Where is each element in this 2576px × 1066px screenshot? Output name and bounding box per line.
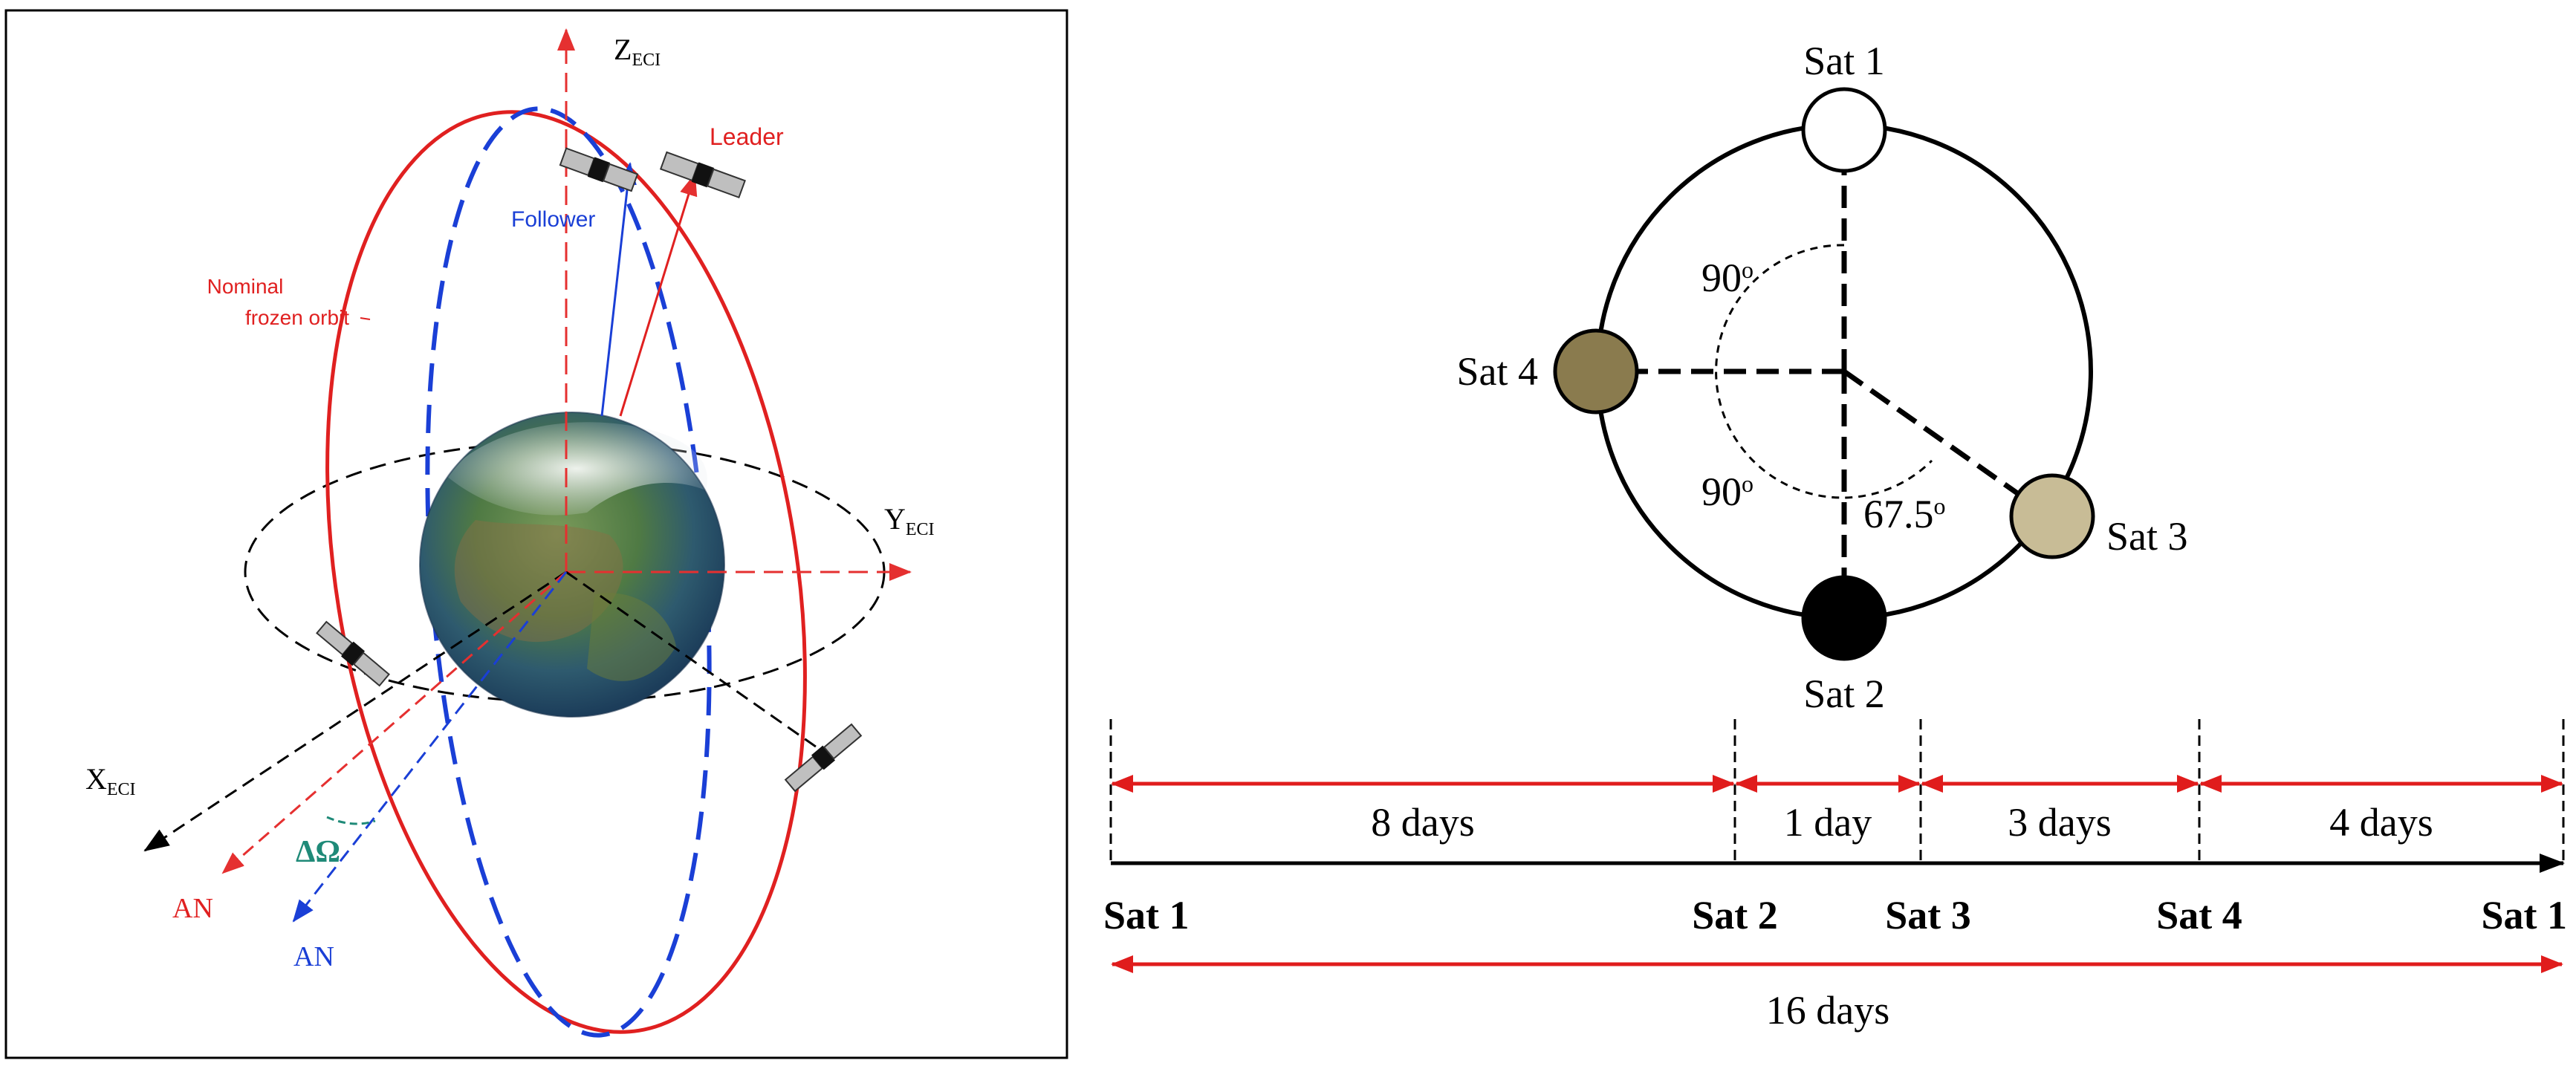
delta-omega-arc: [326, 816, 376, 825]
interval-label-1: 8 days: [1371, 800, 1474, 845]
right-panel: Sat 1 Sat 2 Sat 3 Sat 4 90o 90o 67.5o 8 …: [1103, 39, 2567, 1033]
leader-vector: [619, 173, 698, 417]
sat4-label: Sat 4: [1456, 349, 1538, 394]
angle-arc-dashed: [1715, 244, 1933, 499]
sat1-label: Sat 1: [1803, 39, 1885, 83]
an-red-line: [221, 571, 567, 874]
interval-label-4: 4 days: [2329, 800, 2433, 845]
an-blue-line: [292, 571, 568, 923]
timeline-marker-sat4: Sat 4: [2156, 893, 2242, 937]
radius-sat3: [1842, 369, 2042, 511]
follower-label: Follower: [511, 207, 595, 232]
sat1-marker: [1801, 87, 1887, 173]
timeline-marker-sat1-end: Sat 1: [2481, 893, 2567, 937]
satellite-right: [784, 723, 863, 793]
angle-label-top: 90o: [1701, 256, 1753, 300]
total-duration-label: 16 days: [1766, 988, 1889, 1033]
z-axis-label: ZECI: [614, 33, 661, 70]
satellite-left: [316, 620, 390, 687]
an-blue-label: AN: [293, 941, 334, 972]
leader-orbit: [325, 110, 807, 1034]
left-panel: ZECI YECI XECI Leader Follower Nominal f…: [4, 9, 1068, 1059]
follower-vector: [600, 162, 637, 417]
nominal-orbit-label-1: Nominal: [207, 275, 284, 298]
sat4-marker: [1553, 328, 1639, 415]
delta-omega-label: ΔΩ: [296, 835, 340, 869]
interval-label-3: 3 days: [2008, 800, 2111, 845]
nominal-orbit-leader-line: [360, 317, 371, 320]
timeline-marker-sat2: Sat 2: [1692, 893, 1778, 937]
y-axis-label: YECI: [884, 502, 935, 539]
sat3-marker: [2009, 473, 2095, 559]
interval-label-2: 1 day: [1784, 800, 1872, 845]
timeline-marker-sat1-start: Sat 1: [1103, 893, 1190, 937]
sat2-marker: [1801, 575, 1887, 661]
angle-label-bottom: 90o: [1701, 469, 1753, 514]
nominal-orbit-label-2: frozen orbit: [245, 306, 349, 329]
x-axis: [143, 571, 567, 852]
follower-satellite: [559, 147, 639, 192]
x-axis-label: XECI: [85, 762, 136, 799]
sat3-label: Sat 3: [2106, 514, 2188, 559]
angle-label-right: 67.5o: [1863, 492, 1946, 536]
an-red-label: AN: [172, 893, 213, 924]
sat2-label: Sat 2: [1803, 672, 1885, 716]
timeline-marker-sat3: Sat 3: [1885, 893, 1971, 937]
leader-satellite: [659, 151, 746, 199]
leader-label: Leader: [710, 123, 784, 150]
earth: [419, 412, 725, 718]
equator-line: [565, 571, 822, 752]
